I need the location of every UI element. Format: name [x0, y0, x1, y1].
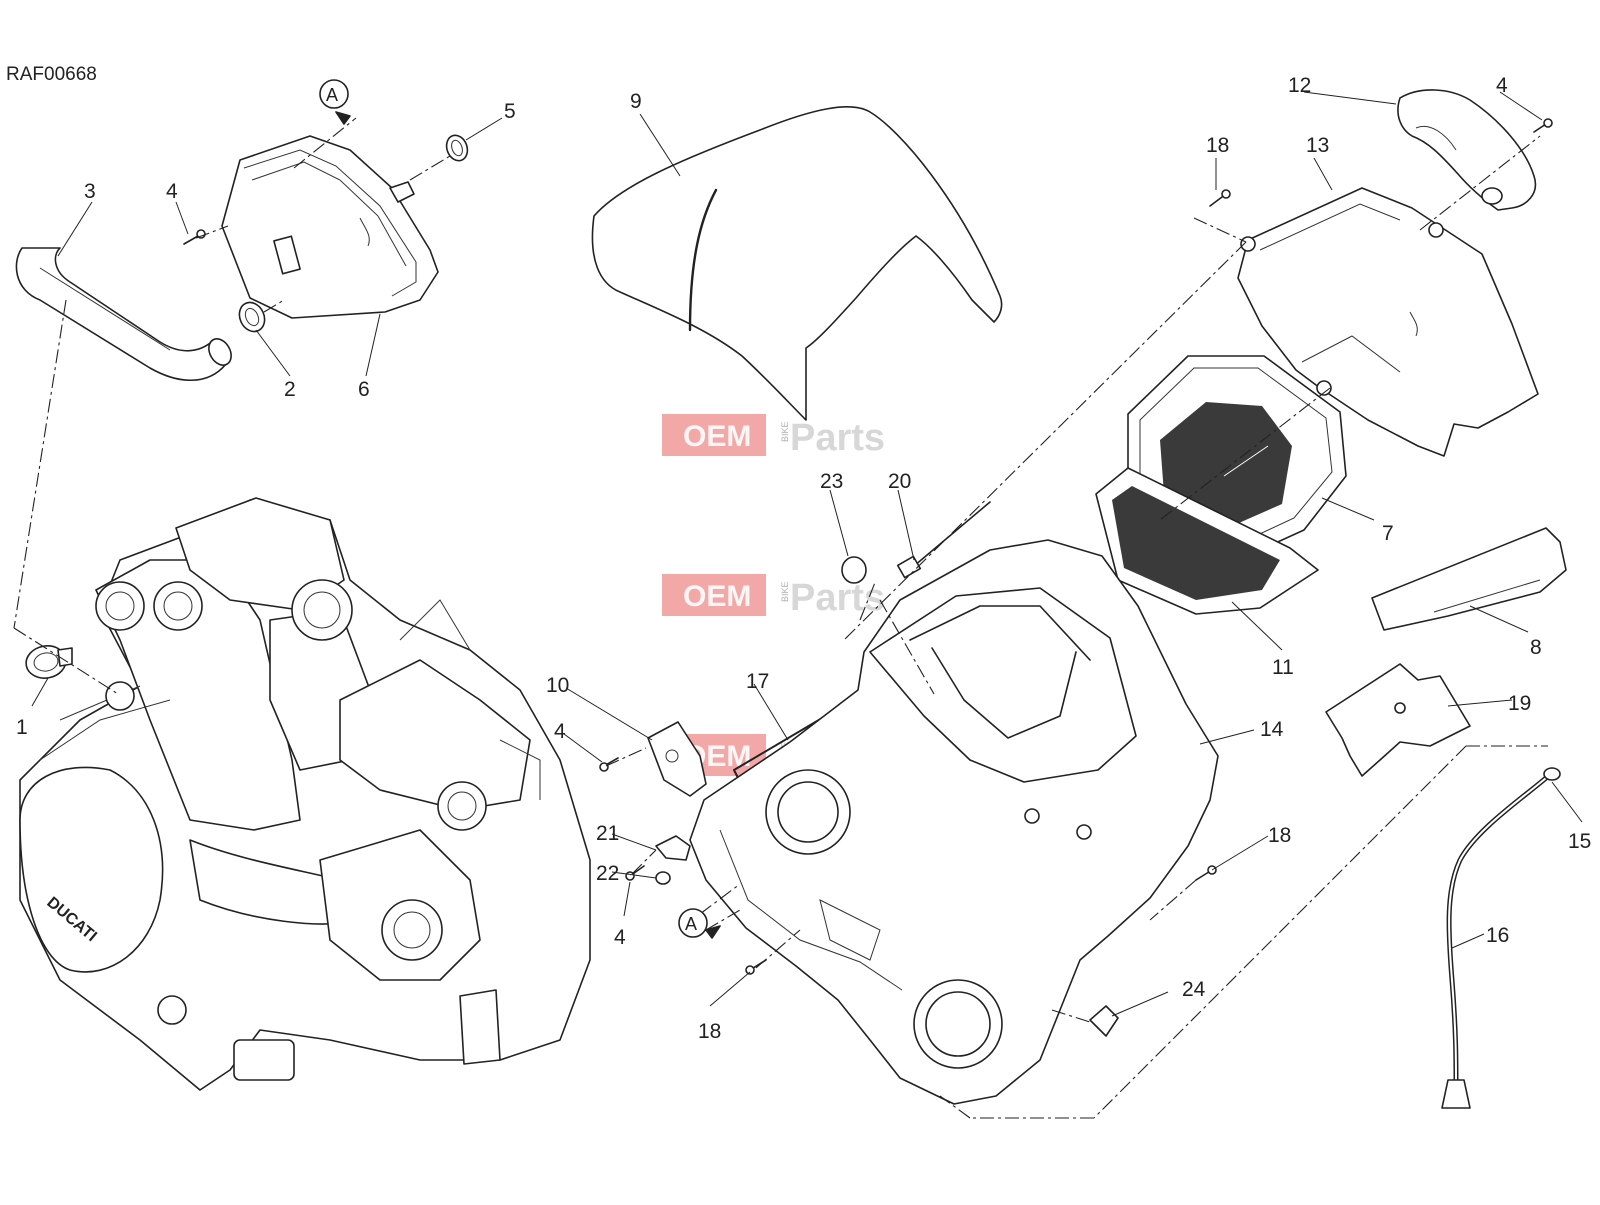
- leader-lines: [31, 91, 1583, 1017]
- part-23-grommet: [841, 556, 867, 584]
- watermark-1: OEM BIKE Parts: [662, 414, 885, 459]
- callout-4-c: 4: [554, 720, 566, 743]
- callout-18-b: 18: [1268, 824, 1291, 847]
- part-9-cover-sheet: [591, 106, 1003, 421]
- callout-11: 11: [1272, 656, 1294, 679]
- svg-text:Parts: Parts: [790, 577, 885, 619]
- part-13-airbox-cover: [1237, 187, 1539, 457]
- svg-text:OEM: OEM: [683, 580, 751, 613]
- part-4-screw-lower: [625, 865, 645, 881]
- svg-text:OEM: OEM: [683, 420, 751, 453]
- callout-17: 17: [746, 670, 769, 693]
- callout-2: 2: [284, 378, 296, 401]
- callout-16: 16: [1486, 924, 1509, 947]
- part-12-intake-duct: [1397, 89, 1537, 211]
- callout-1: 1: [16, 716, 28, 739]
- view-a-arrow-top: [335, 111, 351, 125]
- callout-23: 23: [820, 470, 843, 493]
- part-24-rubber-pad: [1089, 1005, 1119, 1037]
- callout-22: 22: [596, 862, 619, 885]
- view-a-arrow-bottom: [705, 909, 741, 939]
- callout-3: 3: [84, 180, 96, 203]
- callout-13: 13: [1306, 134, 1329, 157]
- callout-19: 19: [1508, 692, 1531, 715]
- part-22-washer: [655, 871, 671, 885]
- watermark-2: OEM BIKE Parts: [662, 574, 885, 619]
- part-19-plate: [1325, 663, 1471, 777]
- part-14-airbox: [689, 539, 1219, 1105]
- callout-6: 6: [358, 378, 370, 401]
- callout-21: 21: [596, 822, 619, 845]
- callout-14: 14: [1260, 718, 1284, 741]
- svg-text:Parts: Parts: [790, 417, 885, 459]
- part-4-screw-upper-right: [1533, 118, 1553, 133]
- svg-text:A: A: [326, 85, 338, 105]
- callout-18-c: 18: [698, 1020, 721, 1043]
- callout-9: 9: [630, 90, 642, 113]
- callout-4-b: 4: [1496, 74, 1508, 97]
- svg-text:BIKE: BIKE: [780, 581, 790, 602]
- callout-18-a: 18: [1206, 134, 1229, 157]
- engine-assembly: DUCATI: [19, 497, 591, 1091]
- svg-text:BIKE: BIKE: [780, 421, 790, 442]
- callout-5: 5: [504, 100, 516, 123]
- callout-8: 8: [1530, 636, 1542, 659]
- view-marker-a-bottom: A: [678, 908, 708, 938]
- part-2-clamp: [238, 301, 266, 333]
- part-20-cable-tie: [896, 501, 991, 579]
- part-8-side-panel: [1371, 527, 1567, 631]
- part-1-clamp: [25, 645, 73, 679]
- part-16-drain-hose: [1441, 767, 1561, 1109]
- callout-4-a: 4: [166, 180, 178, 203]
- callout-20: 20: [888, 470, 911, 493]
- part-6-breather-tank: [221, 135, 439, 319]
- part-4-screw-bracket: [599, 757, 619, 772]
- part-5-o-ring: [445, 134, 469, 162]
- callout-15: 15: [1568, 830, 1591, 853]
- part-18-screw-top: [1209, 189, 1231, 207]
- callout-24: 24: [1182, 978, 1206, 1001]
- callout-7: 7: [1382, 522, 1394, 545]
- callout-12: 12: [1288, 74, 1311, 97]
- callout-labels: 1 2 3 4 4 4 4 5 6 7 8 9 10 11 12 13 14 1…: [16, 74, 1591, 1043]
- svg-text:A: A: [685, 914, 697, 934]
- part-21-clip: [655, 835, 691, 861]
- assembly-lines: [13, 117, 1548, 1119]
- part-3-breather-hose: [15, 247, 232, 382]
- part-18-screw-right: [1195, 865, 1217, 881]
- callout-10: 10: [546, 674, 569, 697]
- callout-4-d: 4: [614, 926, 626, 949]
- drawing-code: RAF00668: [6, 64, 97, 85]
- part-11-air-filter: [1095, 467, 1319, 615]
- part-4-screw-upper-left: [183, 229, 206, 245]
- view-marker-a-top: A: [319, 79, 349, 109]
- part-10-bracket: [647, 721, 707, 797]
